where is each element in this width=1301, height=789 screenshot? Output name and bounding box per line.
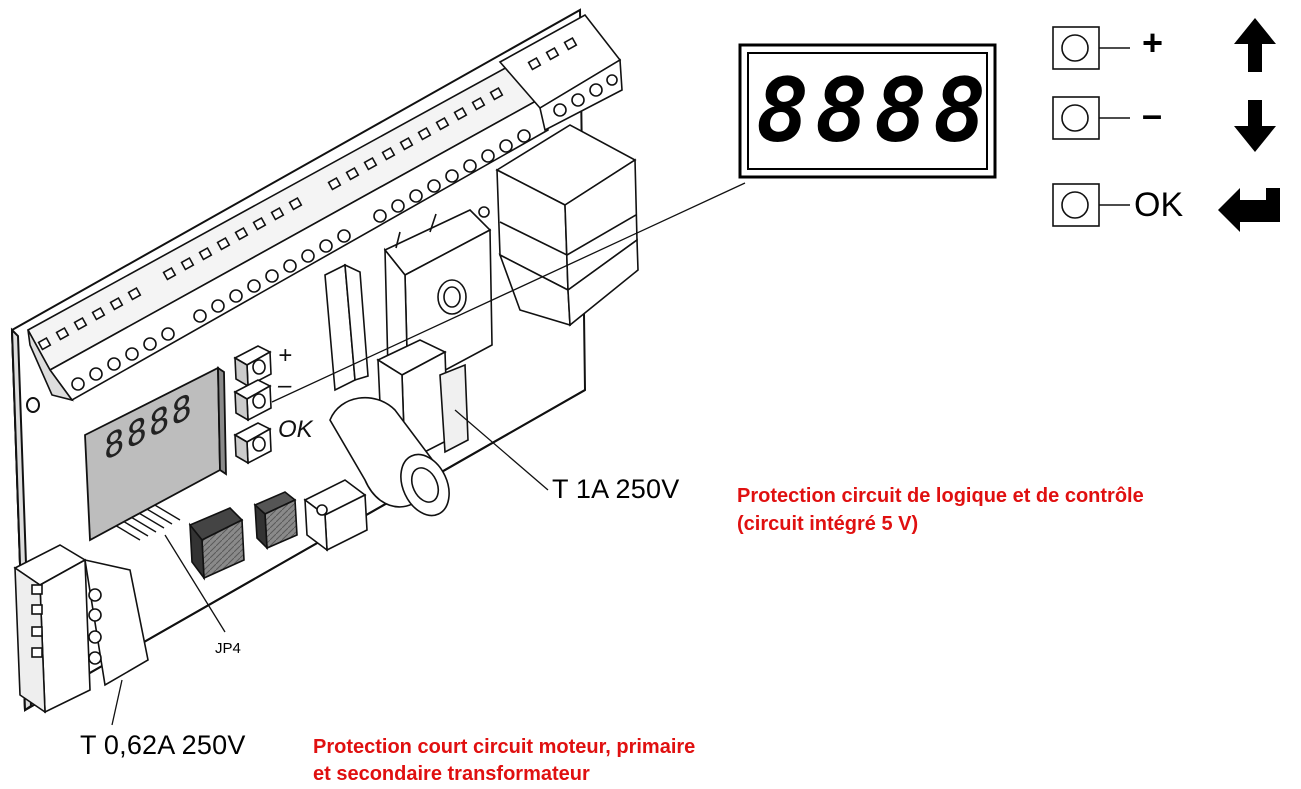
bottom-fuse-terminal [13, 544, 149, 714]
display-magnified [738, 43, 997, 179]
board-display [84, 366, 227, 542]
fuse-062a-description-line-1: Protection court circuit moteur, primair… [313, 736, 696, 758]
enter-arrow-icon [1218, 188, 1280, 232]
legend-button-minus [1052, 96, 1130, 140]
fuse-062a-description-line-2: et secondaire transformateur [313, 763, 590, 785]
legend-button-plus [1052, 26, 1130, 70]
legend-plus-label: + [1142, 22, 1164, 63]
arrow-up-icon [1234, 18, 1276, 72]
legend-ok-label: OK [1134, 186, 1184, 224]
board-button-minus [233, 379, 272, 422]
terminal-block-small [498, 13, 623, 132]
fuse-1a-description-line-1: Protection circuit de logique et de cont… [737, 485, 1144, 507]
leader-fuse-1a [454, 409, 549, 491]
legend-minus-label: – [1142, 94, 1163, 135]
button-legend [1052, 26, 1130, 227]
fuse-062a-rating: T 0,62A 250V [80, 730, 246, 760]
leader-lines [111, 182, 746, 726]
board-button-ok [233, 422, 272, 465]
leader-display [271, 182, 746, 403]
leader-jp4 [164, 534, 226, 633]
board-button-plus [233, 345, 272, 388]
board-plus-label: + [278, 342, 293, 369]
arrow-down-icon [1234, 100, 1276, 152]
board-ok-label: OK [278, 416, 313, 443]
board-buttons [233, 345, 272, 465]
terminal-block-strip [26, 58, 549, 402]
leader-fuse-062a [111, 679, 123, 726]
magnified-display-digits: 8888 [756, 59, 992, 162]
fuse-1a-rating: T 1A 250V [552, 474, 680, 504]
jp4-label: JP4 [215, 640, 241, 657]
fuse-1a-description-line-2: (circuit intégré 5 V) [737, 513, 919, 535]
components [94, 206, 493, 581]
legend-button-ok [1052, 183, 1130, 227]
board-minus-label: – [278, 372, 292, 399]
